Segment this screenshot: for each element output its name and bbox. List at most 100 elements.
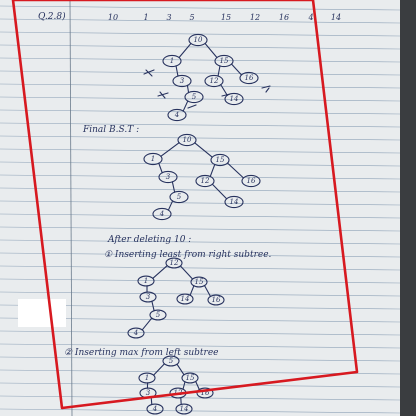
node-label: 4 [174, 111, 179, 119]
sequence-item: 4 [307, 13, 313, 22]
tree-node: 1 [138, 372, 156, 384]
tree-node: 10 [177, 133, 197, 147]
after-delete-heading: After deleting 10 : [107, 235, 191, 245]
node-circle [241, 174, 261, 188]
tree-node: 5 [169, 190, 189, 204]
node-circle [224, 92, 244, 106]
tree-edge [230, 63, 243, 76]
node-label: 3 [180, 77, 185, 85]
node-label: 15 [195, 278, 204, 286]
tree-edge [158, 162, 163, 174]
rule-line [0, 148, 401, 154]
tree-node: 14 [175, 403, 193, 415]
node-circle [177, 133, 197, 147]
rule-line [0, 44, 401, 50]
sequence-item: 12 [250, 13, 260, 22]
method-1-heading: ① Inserting least from right subtree. [104, 250, 272, 260]
rule-line [0, 83, 401, 89]
node-label: 3 [146, 389, 151, 397]
ruled-lines [0, 5, 401, 414]
rule-line [0, 213, 401, 219]
sticky-note [18, 299, 66, 327]
tree-edge [151, 300, 155, 312]
method-2-heading: ② Inserting max from left subtree [64, 348, 219, 358]
node-circle [184, 90, 204, 104]
tree-edge [195, 380, 200, 391]
tree-node: 1 [162, 54, 182, 68]
tree-edge [178, 42, 192, 59]
node-circle [188, 33, 208, 47]
node-label: 10 [183, 136, 192, 144]
question-label: Q.2.8) [38, 11, 66, 22]
tree-node: 4 [152, 207, 172, 221]
rule-line [0, 122, 401, 128]
tree-edge [150, 396, 153, 406]
tree-node: 14 [224, 195, 244, 209]
tree-edge [189, 285, 195, 296]
node-label: 5 [192, 93, 197, 101]
tree-edge [171, 181, 176, 193]
rule-line [0, 330, 401, 336]
node-label: 1 [151, 155, 155, 163]
node-label: 4 [159, 210, 164, 218]
rule-line [0, 408, 401, 414]
node-label: 16 [247, 177, 256, 185]
sequence-item: 3 [166, 13, 171, 22]
rule-line [0, 200, 401, 206]
node-circle [165, 257, 183, 269]
rule-line [0, 356, 401, 362]
tree-edge [152, 265, 168, 279]
node-circle [149, 309, 167, 321]
sequence-item: 10 [108, 13, 118, 22]
tree-node: 15 [214, 54, 234, 68]
tree-node: 12 [195, 174, 215, 188]
node-circle [224, 195, 244, 209]
tree-edge [211, 183, 228, 200]
node-circle [210, 153, 230, 167]
tree-node: 14 [176, 293, 194, 305]
node-circle [152, 207, 172, 221]
tree-edge [186, 84, 190, 94]
margin-line [69, 0, 73, 416]
tree-node: 5 [184, 90, 204, 104]
rule-line [0, 96, 401, 102]
node-label: 16 [245, 74, 254, 82]
sequence-item: 5 [189, 13, 194, 22]
tree-node: 3 [172, 74, 192, 88]
node-circle [162, 355, 180, 367]
rule-line [0, 70, 401, 76]
node-label: 1 [145, 374, 149, 382]
node-circle [176, 293, 194, 305]
rule-line [0, 5, 401, 11]
tree-edge [203, 284, 212, 298]
tree-node: 4 [127, 327, 145, 339]
highlight-box [11, 0, 359, 410]
rule-line [0, 382, 401, 388]
tree-edge [204, 42, 218, 59]
sequence-item: 1 [143, 13, 148, 22]
tree-edge [167, 200, 174, 211]
node-label: 3 [146, 293, 151, 301]
node-label: 4 [133, 329, 138, 337]
node-circle [158, 170, 178, 184]
tree-node: 3 [139, 291, 157, 303]
rule-line [0, 252, 401, 258]
tree-edge [182, 381, 186, 390]
node-label: 14 [180, 405, 189, 413]
node-label: 14 [230, 198, 239, 206]
tree-node: 3 [158, 170, 178, 184]
node-circle [204, 74, 224, 88]
rule-line [0, 291, 401, 297]
rule-line [0, 226, 401, 232]
rule-line [0, 369, 401, 375]
node-label: 5 [169, 357, 174, 365]
sequence-item: 16 [279, 13, 289, 22]
node-circle [138, 372, 156, 384]
node-circle [172, 74, 192, 88]
node-label: 12 [170, 259, 179, 267]
node-label: 14 [230, 95, 239, 103]
